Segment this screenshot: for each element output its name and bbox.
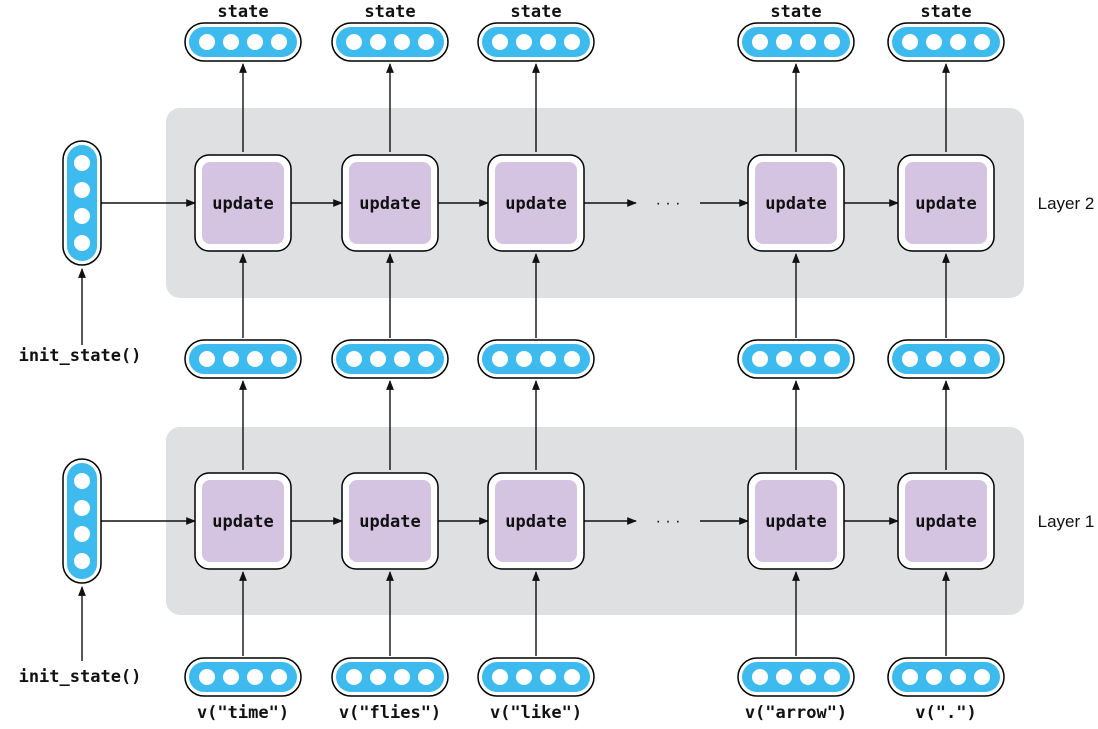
update-label: update <box>505 512 566 532</box>
input-vector-2 <box>477 657 595 697</box>
update-block-layer-2-2: update <box>487 154 585 252</box>
layer-2-label: Layer 2 <box>1038 194 1095 213</box>
hidden-vector-3 <box>737 339 855 379</box>
hidden-vector-2 <box>477 339 595 379</box>
hidden-vector-1 <box>331 339 449 379</box>
text-labels: v("time") state v("flies") state v("like") st… <box>197 2 977 723</box>
output-state-vector-4 <box>887 22 1005 62</box>
update-label: update <box>915 512 976 532</box>
update-block-layer-1-2: update <box>487 472 585 570</box>
layer-1-label: Layer 1 <box>1038 512 1095 531</box>
arrows <box>78 63 950 661</box>
update-block-layer-2-3: update <box>747 154 845 252</box>
hidden-vector-0 <box>184 339 302 379</box>
hidden-vector-4 <box>887 339 1005 379</box>
output-state-vector-1 <box>331 22 449 62</box>
output-state-label-0: state <box>217 2 268 22</box>
input-label-0: v("time") <box>197 703 289 723</box>
layer-1-ellipsis: · · · <box>656 513 681 530</box>
output-state-label-3: state <box>770 2 821 22</box>
layer-2-init-label: init_state() <box>19 346 142 366</box>
output-state-label-2: state <box>510 2 561 22</box>
update-label: update <box>359 194 420 214</box>
output-state-vector-3 <box>737 22 855 62</box>
update-block-layer-2-0: update <box>194 154 292 252</box>
input-vector-0 <box>184 657 302 697</box>
update-label: update <box>915 194 976 214</box>
update-label: update <box>359 512 420 532</box>
vectors <box>62 22 1005 697</box>
output-state-label-1: state <box>364 2 415 22</box>
input-label-2: v("like") <box>490 703 582 723</box>
update-label: update <box>212 512 273 532</box>
input-vector-4 <box>887 657 1005 697</box>
layer-1-init-label: init_state() <box>19 667 142 687</box>
update-label: update <box>765 194 826 214</box>
output-state-vector-2 <box>477 22 595 62</box>
input-label-1: v("flies") <box>339 703 441 723</box>
layer-2-ellipsis: · · · <box>656 195 681 212</box>
input-label-3: v("arrow") <box>745 703 847 723</box>
update-block-layer-1-1: update <box>341 472 439 570</box>
output-state-label-4: state <box>920 2 971 22</box>
input-vector-1 <box>331 657 449 697</box>
input-vector-3 <box>737 657 855 697</box>
update-block-layer-1-0: update <box>194 472 292 570</box>
update-blocks: update update update update update update upda… <box>194 154 995 570</box>
layer-1-init-vector <box>62 458 102 584</box>
update-block-layer-1-3: update <box>747 472 845 570</box>
update-label: update <box>212 194 273 214</box>
update-label: update <box>765 512 826 532</box>
update-block-layer-2-1: update <box>341 154 439 252</box>
input-label-4: v(".") <box>915 703 976 723</box>
update-block-layer-2-4: update <box>897 154 995 252</box>
layer-2-init-vector <box>62 140 102 266</box>
update-block-layer-1-4: update <box>897 472 995 570</box>
update-label: update <box>505 194 566 214</box>
output-state-vector-0 <box>184 22 302 62</box>
